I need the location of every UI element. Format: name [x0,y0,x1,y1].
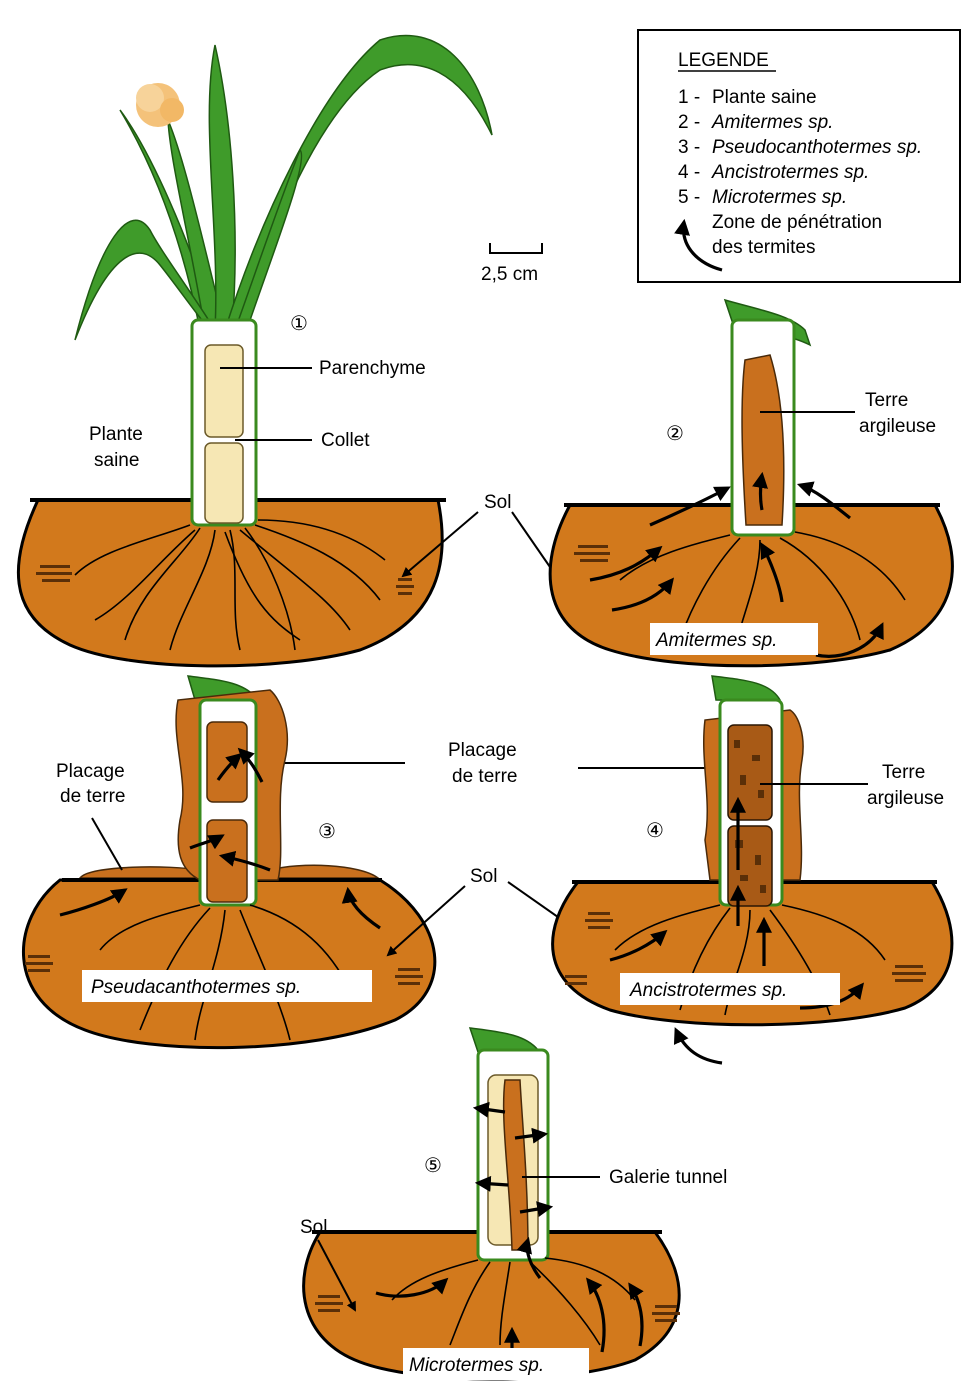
label-plante-1: Plante [89,424,143,445]
legend-item-3: Pseudocanthotermes sp. [712,137,922,158]
legend-num-3: 3 - [678,137,700,158]
species-label-5: Microtermes sp. [409,1355,544,1376]
panel-4-ancistrotermes: ④ Terre argileuse Ancistrotermes sp. [553,676,952,1063]
panel-5-microtermes: ⑤ Galerie tunnel Sol Microtermes sp. [300,1028,727,1380]
label-collet: Collet [321,430,370,451]
panel-5-number: ⑤ [424,1155,442,1177]
legend-arrow-text-2: des termites [712,237,815,258]
species-label-2: Amitermes sp. [655,630,777,651]
legend-item-4: Ancistrotermes sp. [711,162,869,183]
legend-num-1: 1 - [678,87,700,108]
panel-3-number: ③ [318,821,336,843]
legend-box: LEGENDE 1 - Plante saine 2 - Amitermes s… [638,30,960,282]
label-placage-mid-2: de terre [452,766,517,787]
legend-num-5: 5 - [678,187,700,208]
label-terre-2: argileuse [859,416,936,437]
label-sol-top: Sol [484,492,511,513]
label-plante-2: saine [94,450,139,471]
legend-arrow-text-1: Zone de pénétration [712,212,882,233]
legend-title: LEGENDE [678,50,769,71]
panel-4-number: ④ [646,820,664,842]
species-label-3: Pseudacanthotermes sp. [91,977,301,998]
panel-1-number: ① [290,313,308,335]
legend-num-2: 2 - [678,112,700,133]
label-sol-mid: Sol [470,866,497,887]
label-sol-5: Sol [300,1217,327,1238]
label-terre4-2: argileuse [867,788,944,809]
panel-2-number: ② [666,423,684,445]
legend-item-1: Plante saine [712,87,817,108]
scale-bar: 2,5 cm [481,243,542,285]
label-placage-left-2: de terre [60,786,125,807]
label-galerie: Galerie tunnel [609,1167,727,1188]
legend-item-5: Microtermes sp. [712,187,847,208]
tassel-icon [136,83,184,127]
legend-item-2: Amitermes sp. [711,112,833,133]
panel-3-pseudacanthotermes: ③ Placage de terre Pseudacanthotermes sp… [23,676,434,1048]
scale-label: 2,5 cm [481,264,538,285]
label-placage-left-1: Placage [56,761,125,782]
label-parenchyme: Parenchyme [319,358,426,379]
legend-num-4: 4 - [678,162,700,183]
panel-2-amitermes: ② Terre argileuse Amitermes sp. [550,300,952,666]
label-placage-mid-1: Placage [448,740,517,761]
panel-1-healthy-plant: ① Parenchyme Collet Plante saine [18,36,492,666]
label-terre-1: Terre [865,390,908,411]
label-terre4-1: Terre [882,762,925,783]
species-label-4: Ancistrotermes sp. [629,980,787,1001]
